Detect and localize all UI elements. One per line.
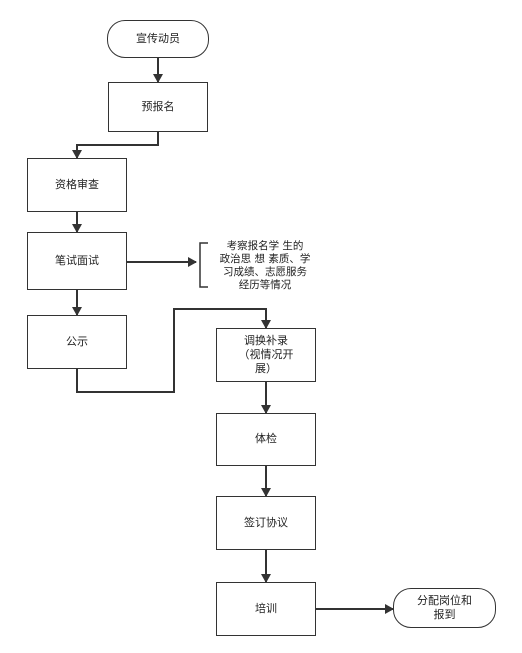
node-end-label: 分配岗位和 报到 bbox=[417, 593, 472, 621]
node-training: 培训 bbox=[216, 582, 316, 636]
node-exam-label: 笔试面试 bbox=[55, 253, 99, 267]
node-training-label: 培训 bbox=[255, 601, 277, 615]
connector-register-qualify bbox=[72, 132, 159, 159]
node-adjust-label: 调换补录 （视情况开 展） bbox=[238, 333, 294, 376]
node-agreement-label: 签订协议 bbox=[244, 515, 288, 529]
annotation-note: 考察报名学 生的 政治思 想 素质、学 习成绩、志愿服务 经历等情况 bbox=[219, 240, 311, 292]
node-medical: 体检 bbox=[216, 413, 316, 466]
note-bracket bbox=[199, 242, 208, 288]
node-qualify: 资格审查 bbox=[27, 158, 127, 212]
connector-publicize-adjust bbox=[76, 308, 271, 393]
node-publicize-label: 公示 bbox=[66, 334, 88, 348]
node-register-label: 预报名 bbox=[141, 99, 175, 113]
node-publicize: 公示 bbox=[27, 315, 127, 369]
node-start: 宣传动员 bbox=[107, 20, 209, 58]
node-qualify-label: 资格审查 bbox=[55, 177, 99, 191]
node-adjust: 调换补录 （视情况开 展） bbox=[216, 328, 316, 382]
node-end: 分配岗位和 报到 bbox=[393, 588, 496, 628]
node-medical-label: 体检 bbox=[255, 432, 277, 446]
node-exam: 笔试面试 bbox=[27, 232, 127, 290]
node-start-label: 宣传动员 bbox=[136, 31, 180, 45]
node-agreement: 签订协议 bbox=[216, 496, 316, 550]
node-register: 预报名 bbox=[108, 82, 208, 132]
